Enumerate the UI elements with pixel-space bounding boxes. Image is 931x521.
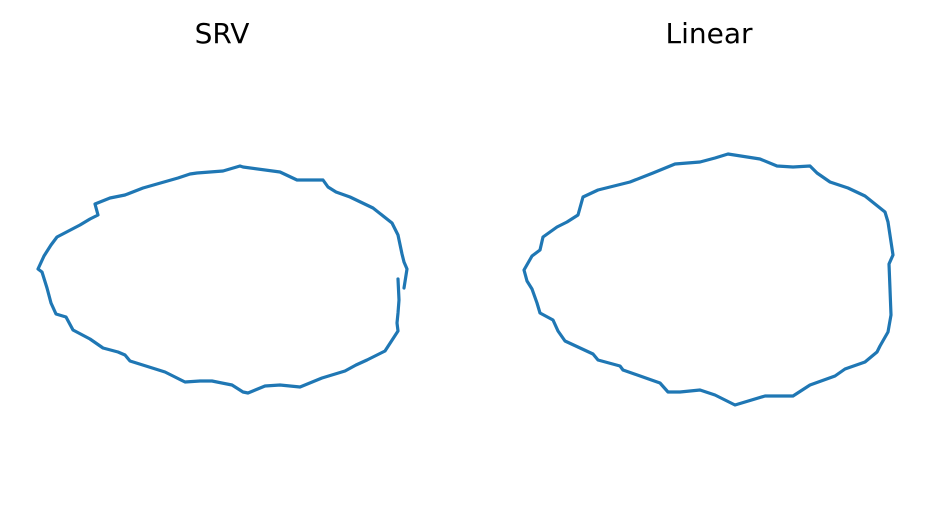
- panel-title-linear: Linear: [665, 17, 753, 50]
- panel-srv: [36, 164, 409, 395]
- linear-curve: [522, 152, 895, 407]
- srv-curve: [36, 164, 409, 395]
- panel-title-srv: SRV: [195, 17, 250, 50]
- panel-linear: [522, 152, 895, 407]
